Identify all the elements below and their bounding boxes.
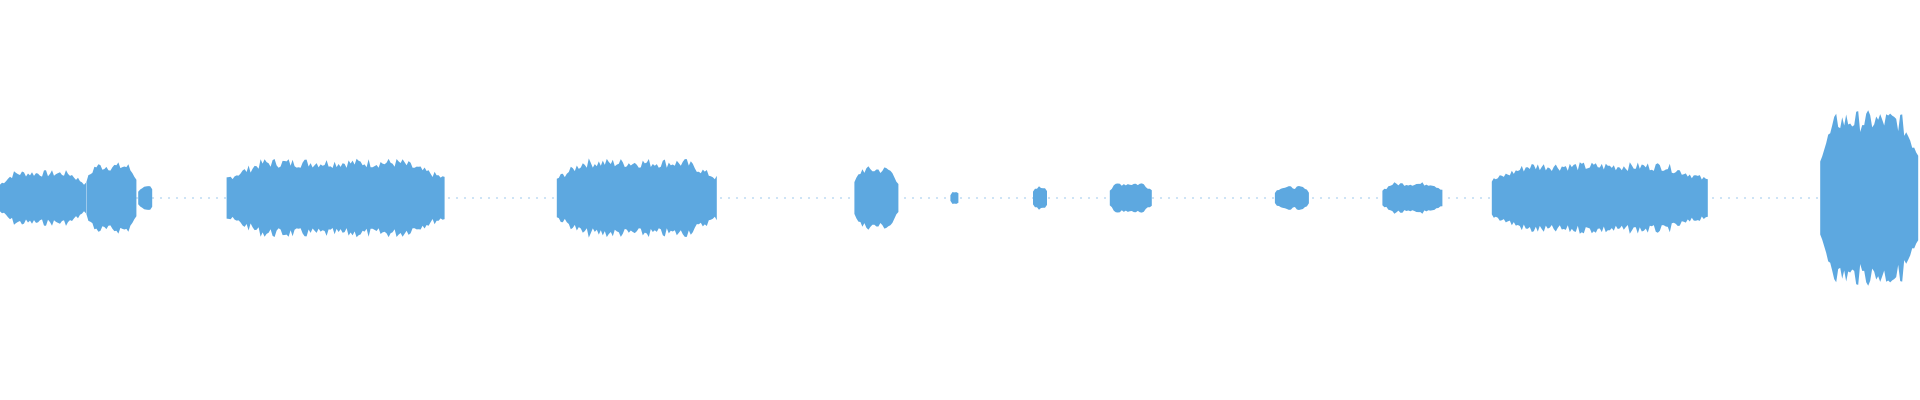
- waveform-segment: [1382, 182, 1443, 214]
- waveform-segment: [950, 192, 959, 204]
- waveform-segment: [138, 186, 153, 210]
- waveform-segment: [556, 158, 717, 238]
- waveform-segment: [1491, 162, 1708, 234]
- waveform-segment: [1274, 186, 1309, 210]
- waveform-segment: [226, 158, 445, 238]
- waveform-segment: [86, 162, 137, 234]
- waveform-segment: [1033, 186, 1047, 210]
- waveform-segment: [1820, 110, 1919, 286]
- waveform-segment: [0, 170, 86, 226]
- waveform-segment: [1109, 183, 1152, 213]
- waveform-segment: [854, 166, 899, 230]
